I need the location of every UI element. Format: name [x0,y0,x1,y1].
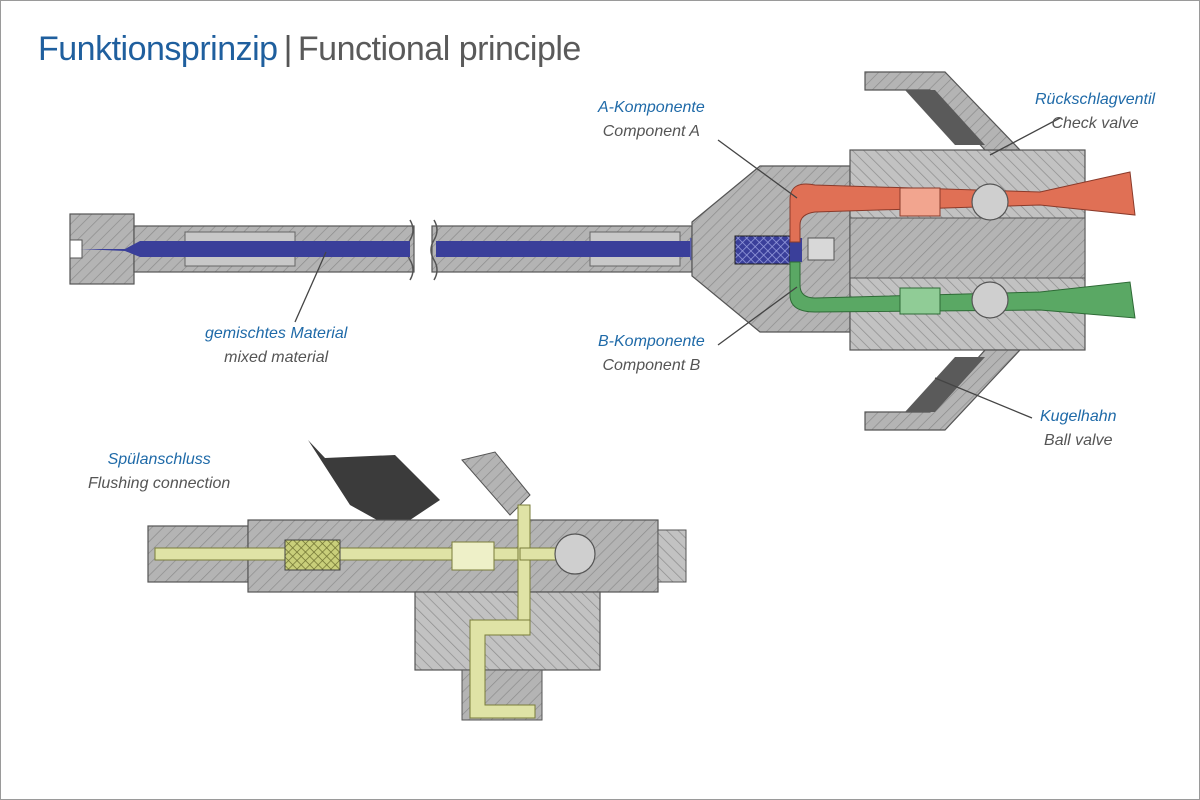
label-b-component: B-Komponente Component B [598,333,705,374]
title-separator: | [283,30,293,68]
static-mixer-element [734,235,791,265]
flushing-handle [308,440,440,530]
page-title: Funktionsprinzip|Functional principle [38,30,581,69]
leader-lines [294,117,1061,419]
flush-mixer-element [284,539,341,571]
mixed-material-channel [80,241,410,257]
lower-handle [864,349,1022,431]
flushing-assembly [147,440,687,721]
component-a-channel [789,171,1136,243]
label-a-component: A-Komponente Component A [598,99,705,140]
title-german: Funktionsprinzip [38,30,278,68]
leader-a-component [717,139,798,199]
label-check-valve: Rückschlagventil Check valve [1035,91,1156,132]
label-flushing: Spülanschluss Flushing connection [88,451,231,492]
upper-handle [864,71,1022,151]
title-english: Functional principle [297,30,581,68]
leader-check-valve [989,117,1061,156]
leader-ball-valve [934,377,1033,419]
mixer-assembly [69,71,1136,431]
label-ball-valve: Kugelhahn Ball valve [1040,408,1117,449]
leader-b-component [717,286,798,346]
component-b-channel [789,261,1136,319]
leader-mixed-material [294,251,327,323]
label-mixed-material: gemischtes Material mixed material [205,325,348,366]
